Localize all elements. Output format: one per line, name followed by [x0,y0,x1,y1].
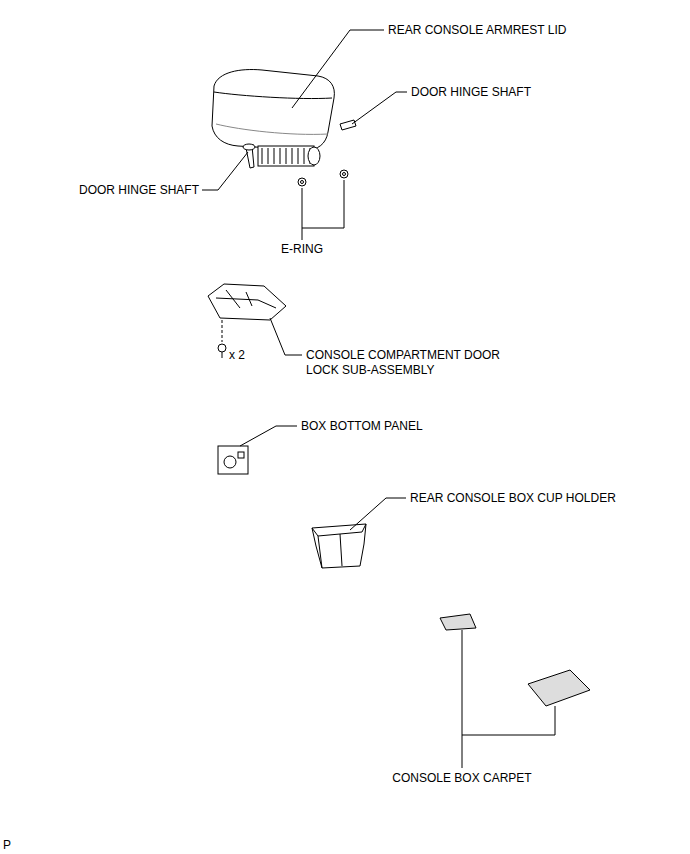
part-name: REAR CONSOLE BOX CUP HOLDER [410,491,616,506]
hinge-shaft [243,120,356,168]
leader-lines [202,30,555,768]
bottom-panel [218,446,248,474]
part-name: DOOR HINGE SHAFT [79,183,199,198]
door-lock [208,284,286,358]
quantity-note: x 2 [229,348,245,363]
page-mark: P [3,838,11,853]
part-name: BOX BOTTOM PANEL [301,419,423,434]
part-name: REAR CONSOLE ARMREST LID [388,23,567,38]
part-name: E-RING [281,242,323,257]
e-ring [298,170,348,186]
part-name: CONSOLE COMPARTMENT DOOR LOCK SUB-ASSEMB… [306,348,511,378]
armrest-lid [212,70,334,166]
part-name: DOOR HINGE SHAFT [411,85,531,100]
cup-holder [312,524,366,568]
part-name: CONSOLE BOX CARPET [392,771,531,786]
